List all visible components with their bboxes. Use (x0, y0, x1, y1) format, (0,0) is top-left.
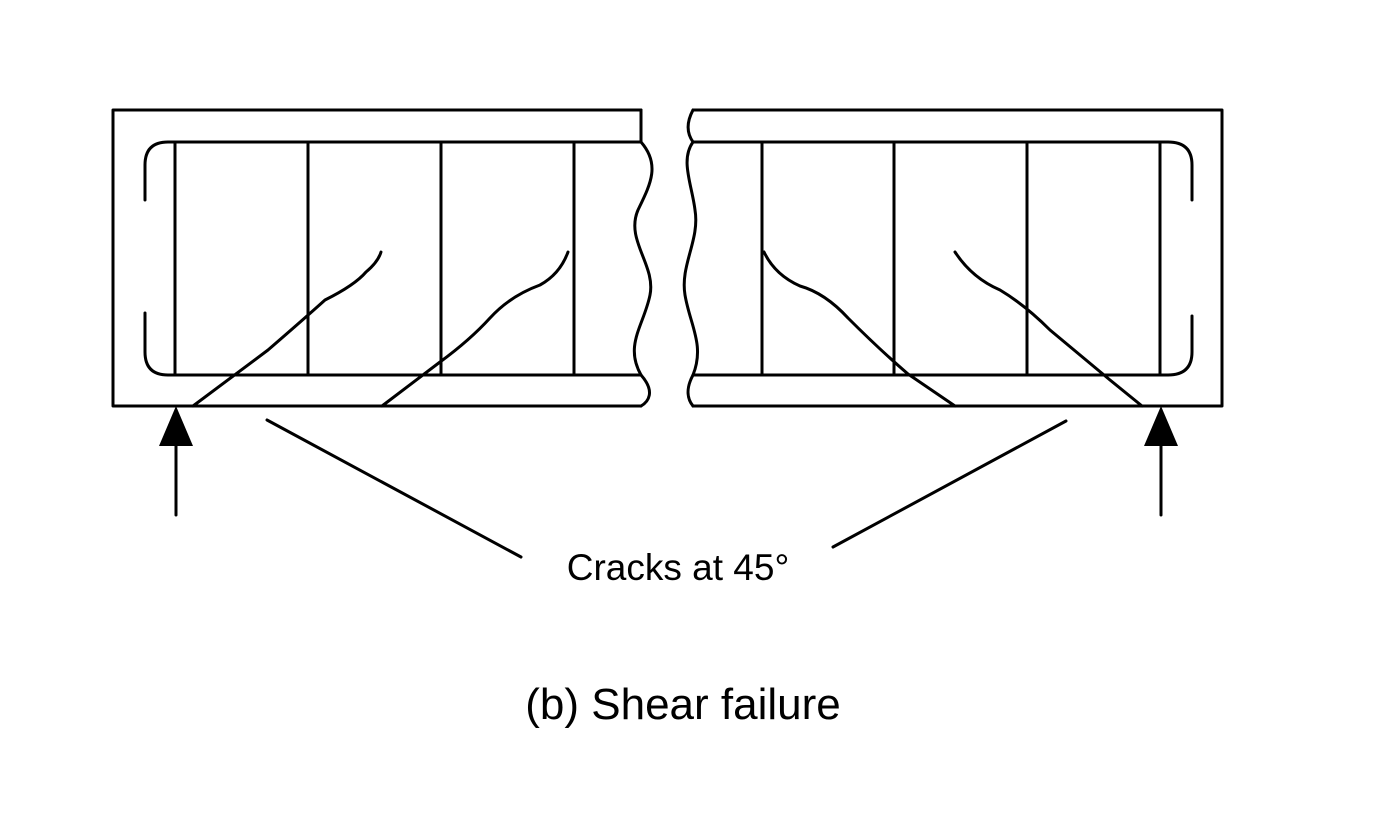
left-leader-line (265, 418, 523, 559)
left-support-arrow (159, 406, 193, 517)
left-beam-outline (111, 108, 643, 408)
left-crack-1 (191, 250, 383, 408)
right-leader-line (831, 419, 1068, 549)
figure-caption: (b) Shear failure (525, 680, 840, 729)
right-crack-1 (762, 250, 957, 408)
left-beam-segment (111, 108, 654, 408)
right-bottom-rebar (691, 314, 1194, 377)
left-top-rebar (143, 140, 643, 202)
right-top-rebar (691, 140, 1194, 202)
right-support-arrow (1144, 406, 1178, 517)
left-support-arrowhead-icon (159, 406, 193, 446)
right-beam-outline (691, 108, 1224, 408)
right-beam-segment (682, 108, 1224, 408)
left-bottom-rebar (143, 311, 643, 377)
right-break-line (682, 108, 700, 408)
crack-annotation: Cracks at 45° (567, 547, 790, 588)
right-support-arrowhead-icon (1144, 406, 1178, 446)
left-crack-2 (380, 250, 570, 408)
left-break-line (632, 108, 654, 408)
right-crack-2 (953, 250, 1144, 408)
